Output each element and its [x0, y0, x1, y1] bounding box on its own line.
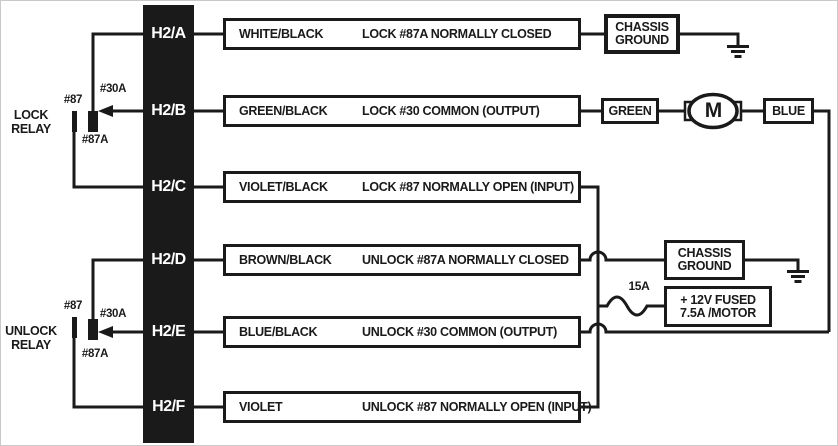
wire-function-label: UNLOCK #30 COMMON (OUTPUT) [362, 325, 557, 339]
wire-h2a-to-relay [91, 32, 143, 111]
motor-symbol [683, 92, 743, 130]
chassis-ground-box-top: CHASSIS GROUND [604, 14, 680, 54]
wire-box-h2b: GREEN/BLACK LOCK #30 COMMON (OUTPUT) [223, 95, 581, 127]
unlock-relay-label: UNLOCK RELAY [5, 324, 57, 352]
chassis-ground-box-mid: CHASSIS GROUND [664, 240, 745, 280]
lock-relay-87a-pin [88, 111, 98, 132]
wire-color-label: VIOLET/BLACK [239, 180, 328, 194]
wire-h2c-to-relay [72, 132, 143, 189]
wire-color-label: GREEN/BLACK [239, 104, 328, 118]
wire-box-h2e: BLUE/BLACK UNLOCK #30 COMMON (OUTPUT) [223, 316, 581, 348]
fuse-icon [598, 295, 664, 317]
wire-color-label: WHITE/BLACK [239, 27, 324, 41]
unlock-relay-87-label: #87 [63, 300, 83, 312]
ground-icon-mid [787, 270, 809, 283]
wire-h2d-to-relay [91, 258, 143, 319]
wire-chassis-mid-to-ground [745, 258, 800, 270]
wire-color-label: BROWN/BLACK [239, 253, 332, 267]
lock-relay-87-pin [72, 111, 77, 132]
power-source-box: + 12V FUSED 7.5A /MOTOR [664, 286, 772, 327]
power-source-line1: + 12V FUSED [680, 292, 756, 307]
ground-icon-top [727, 45, 749, 58]
green-wire-label: GREEN [608, 103, 652, 118]
pin-label-h2b: H2/B [151, 102, 186, 119]
fuse-rating-label: 15A [628, 279, 650, 293]
lock-relay-87-label: #87 [63, 94, 83, 106]
unlock-relay-87a-pin [88, 319, 98, 340]
pin-label-h2e: H2/E [151, 323, 186, 340]
lock-relay-87a-label: #87A [81, 134, 109, 146]
wire-color-label: BLUE/BLACK [239, 325, 318, 339]
wire-h2f-to-relay [72, 338, 143, 409]
wire-function-label: LOCK #30 COMMON (OUTPUT) [362, 104, 540, 118]
chassis-ground-line2: GROUND [615, 33, 669, 47]
wire-chassis-top-to-ground [680, 32, 740, 45]
wire-box-h2c: VIOLET/BLACK LOCK #87 NORMALLY OPEN (INP… [223, 171, 581, 203]
wire-color-label: VIOLET [239, 400, 283, 414]
wire-function-label: LOCK #87 NORMALLY OPEN (INPUT) [362, 180, 574, 194]
wire-function-label: UNLOCK #87 NORMALLY OPEN (INPUT) [362, 400, 592, 414]
wire-box-h2d: BROWN/BLACK UNLOCK #87A NORMALLY CLOSED [223, 244, 581, 276]
unlock-relay-87a-label: #87A [81, 348, 109, 360]
pin-label-h2f: H2/F [152, 398, 185, 415]
blue-wire-label: BLUE [772, 103, 805, 118]
pin-label-h2a: H2/A [151, 25, 186, 42]
chassis-ground-line1: CHASSIS [615, 20, 669, 34]
unlock-relay-arm-arrow-icon [98, 326, 113, 338]
h2-connector-bar [143, 5, 194, 443]
wire-box-h2f: VIOLET UNLOCK #87 NORMALLY OPEN (INPUT) [223, 391, 592, 423]
lock-relay-label: LOCK RELAY [11, 108, 51, 136]
blue-wire-box: BLUE [763, 98, 814, 124]
chassis-ground-line1: CHASSIS [677, 246, 732, 260]
power-source-line2: 7.5A /MOTOR [680, 305, 756, 320]
lock-relay-30a-label: #30A [99, 83, 127, 95]
wire-function-label: LOCK #87A NORMALLY CLOSED [362, 27, 552, 41]
pin-label-h2c: H2/C [151, 178, 186, 195]
wire-function-label: UNLOCK #87A NORMALLY CLOSED [362, 253, 569, 267]
unlock-relay-87-pin [72, 317, 77, 338]
lock-relay-arm-arrow-icon [98, 105, 113, 117]
wire-blue-down-right [814, 109, 831, 332]
green-wire-box: GREEN [601, 98, 659, 124]
chassis-ground-line2: GROUND [677, 259, 732, 273]
wire-h2e-hop-to-right [581, 322, 829, 334]
wire-h2d-to-chassis-hop [581, 250, 664, 262]
pin-label-h2d: H2/D [151, 251, 186, 268]
unlock-relay-30a-label: #30A [99, 308, 127, 320]
wire-box-h2a: WHITE/BLACK LOCK #87A NORMALLY CLOSED [223, 18, 581, 50]
motor-label: M [704, 99, 723, 122]
